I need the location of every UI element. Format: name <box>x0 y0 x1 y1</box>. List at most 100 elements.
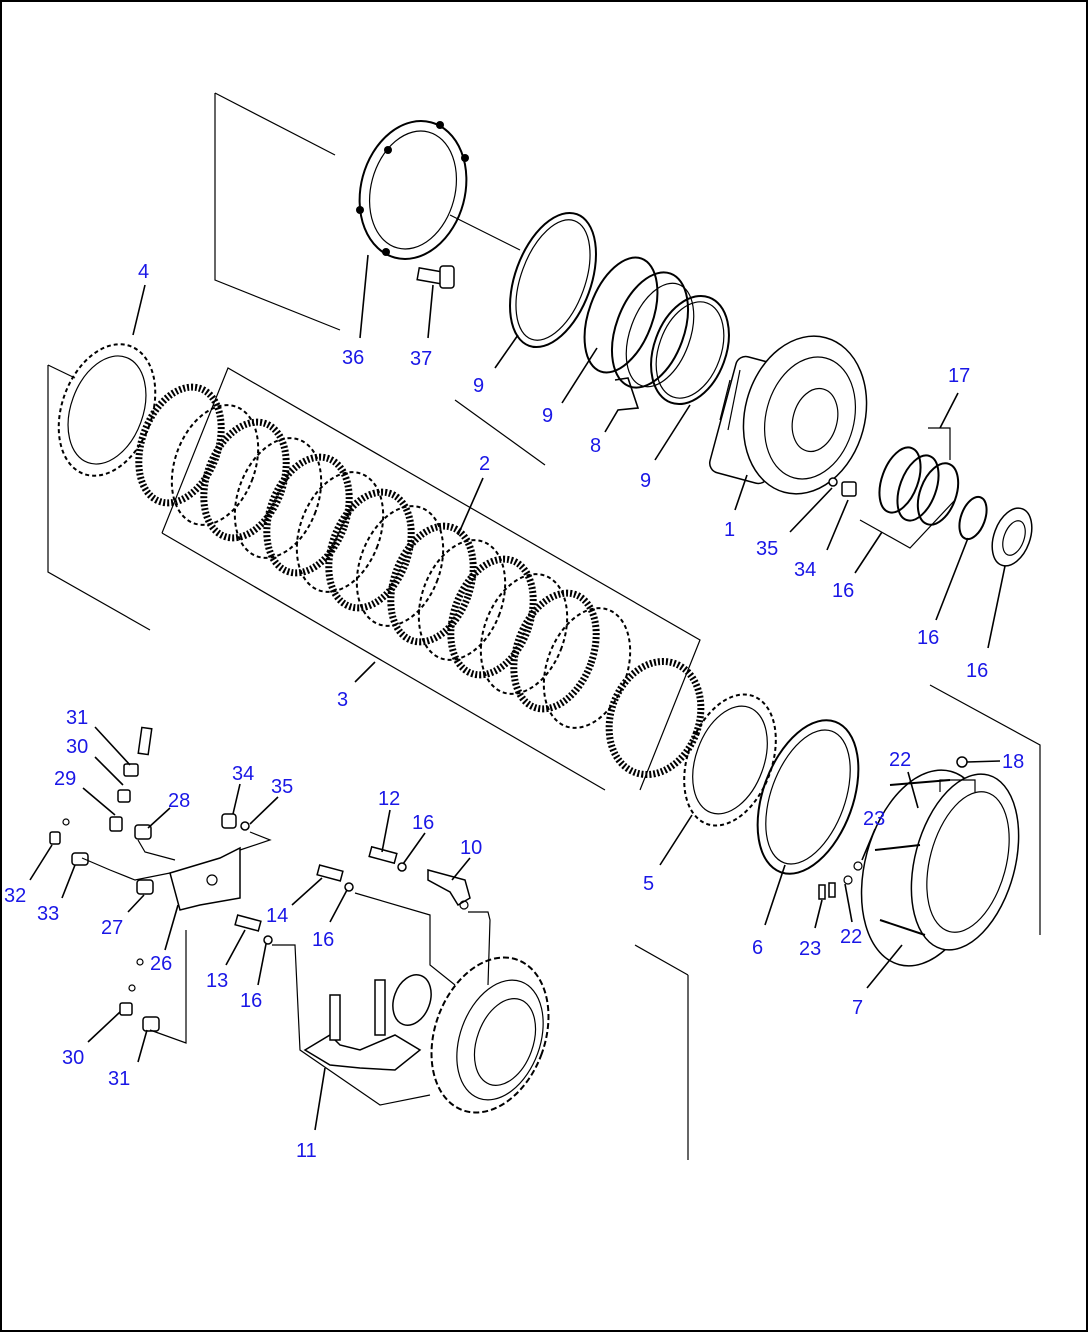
part-9-seal-ring <box>583 256 659 374</box>
part-15-bolt <box>316 864 344 882</box>
leader-35b <box>249 796 279 825</box>
part-18-o-ring <box>958 495 988 541</box>
part-32-valve <box>49 818 70 845</box>
callout-13: 12 <box>378 788 400 810</box>
assembly-line <box>137 839 176 861</box>
leader-29 <box>94 726 131 766</box>
assembly-line <box>161 367 701 791</box>
part-12-caliper <box>303 974 432 1071</box>
leader-10 <box>494 334 519 369</box>
callout-9-lower: 9 <box>640 470 651 492</box>
callout-16-b: 16 <box>312 929 334 951</box>
callout-24: 26 <box>150 953 172 975</box>
callout-25: 27 <box>101 917 123 939</box>
callout-16-a: 16 <box>412 812 434 834</box>
leader-23a <box>861 828 876 861</box>
callout-36: 36 <box>342 347 364 369</box>
leader-24 <box>164 904 179 951</box>
part-36-cover-plate <box>356 120 469 260</box>
part-27-fitting <box>117 789 131 803</box>
assembly-line <box>47 364 76 379</box>
part-26-elbow <box>109 816 123 832</box>
part-21-plug <box>956 756 968 768</box>
leader-22b <box>844 883 853 923</box>
leader-20 <box>939 392 959 429</box>
callout-35-upper: 35 <box>756 538 778 560</box>
leader-31 <box>137 1029 148 1063</box>
leader-16c <box>257 943 267 986</box>
part-35-washer <box>828 477 838 487</box>
callout-32: 32 <box>4 885 26 907</box>
leader-19 <box>854 531 883 574</box>
callout-7: 7 <box>852 997 863 1019</box>
leader-3 <box>354 661 376 683</box>
callout-34-lower: 34 <box>232 763 254 785</box>
leader-28 <box>94 756 124 786</box>
part-34-bolt <box>841 481 857 497</box>
part-16-washer-c <box>263 935 273 945</box>
part-31-fitting <box>142 1016 160 1032</box>
part-9-seal-ring-inner <box>650 294 730 406</box>
leader-8 <box>604 377 640 433</box>
leader-33 <box>61 864 76 899</box>
assembly-line <box>272 944 431 1106</box>
leader-15 <box>291 877 323 906</box>
callout-22-lower: 22 <box>840 926 862 948</box>
leader-12 <box>314 1067 326 1131</box>
callout-12: 11 <box>296 1140 317 1162</box>
assembly-line <box>454 399 546 466</box>
callout-8: 8 <box>590 435 601 457</box>
leader-27 <box>82 787 116 816</box>
callout-20: 17 <box>948 365 970 387</box>
leader-2 <box>457 477 484 536</box>
callout-9-upper: 9 <box>542 405 553 427</box>
leader-25 <box>127 894 145 913</box>
assembly-line <box>468 911 491 986</box>
part-26-adapter <box>134 824 152 840</box>
leader-16a <box>402 832 426 865</box>
part-16-washer-b <box>344 882 354 892</box>
part-28-nut <box>123 763 139 777</box>
disc-stack <box>135 383 705 779</box>
leader-26 <box>147 807 171 829</box>
callout-34-upper: 34 <box>794 559 816 581</box>
assembly-line <box>928 427 951 460</box>
callout-18: 16 <box>917 627 939 649</box>
leader-37 <box>427 284 434 339</box>
assembly-line <box>859 499 956 549</box>
assembly-line <box>214 92 336 156</box>
leader-21 <box>966 760 1001 763</box>
assembly-line <box>47 365 151 631</box>
part-4-separator-plate <box>57 343 157 477</box>
callout-35-lower: 35 <box>271 776 293 798</box>
assembly-line <box>81 857 171 881</box>
callout-4: 4 <box>138 261 149 283</box>
leader-14 <box>225 929 246 966</box>
callout-14: 13 <box>206 970 228 992</box>
callout-10: 9 <box>473 375 484 397</box>
assembly-line <box>929 684 1041 935</box>
part-33-fitting <box>71 852 89 866</box>
assembly-line <box>161 532 606 791</box>
part-16-washer-a <box>397 862 407 872</box>
part-29-pipe <box>137 726 153 756</box>
callout-11: 10 <box>460 837 482 859</box>
callout-22-upper: 22 <box>889 749 911 771</box>
assembly-line <box>149 930 187 1044</box>
callout-30: 30 <box>62 1047 84 1069</box>
part-6-pressure-plate <box>756 719 860 875</box>
leader-36 <box>359 254 369 339</box>
part-14-bolt <box>234 914 262 932</box>
callout-23-upper: 23 <box>863 808 885 830</box>
leader-35a <box>789 487 833 533</box>
callout-19: 16 <box>832 580 854 602</box>
part-37-bolt <box>416 265 455 289</box>
leader-23b <box>814 899 823 929</box>
part-8-piston <box>611 271 695 389</box>
leader-32 <box>29 844 53 881</box>
callout-33: 33 <box>37 903 59 925</box>
assembly-line <box>449 214 521 251</box>
callout-1: 1 <box>724 519 735 541</box>
part-13-bolt <box>368 845 398 865</box>
callout-2: 2 <box>479 453 490 475</box>
